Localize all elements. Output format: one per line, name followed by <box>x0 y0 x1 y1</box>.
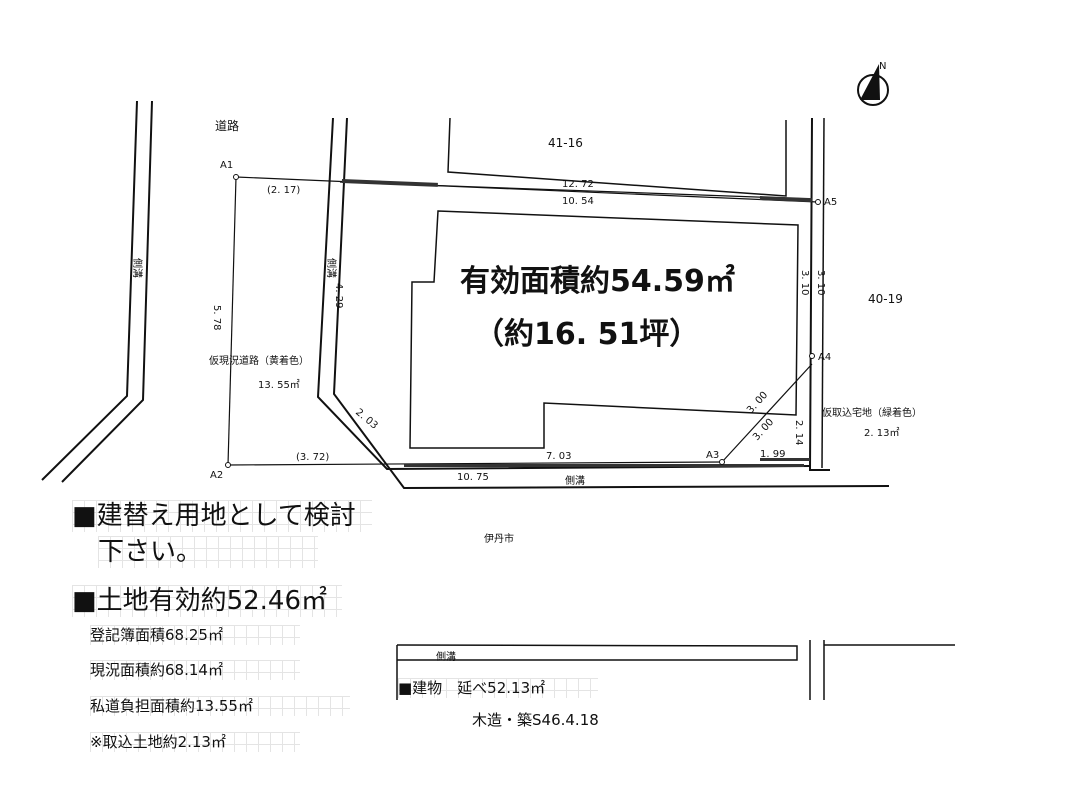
center-road-line-outer <box>332 117 890 490</box>
info-line-1: ■建替え用地として検討 <box>72 501 356 531</box>
building-info-2: 木造・築S46.4.18 <box>472 710 599 730</box>
dim-578: 5. 78 <box>211 305 222 330</box>
point-a1 <box>233 174 239 180</box>
dim-217: (2. 17) <box>267 185 300 196</box>
taken-area-text: ※取込土地約2.13㎡ <box>90 733 226 751</box>
taken-land-label: 仮取込宅地（緑着色） <box>822 406 922 419</box>
info-heading-1: ■建替え用地として検討 <box>72 500 372 532</box>
survey-line-top <box>235 176 819 203</box>
left-road-line <box>41 100 138 481</box>
effective-area-label: 有効面積約54.59㎡ <box>460 264 735 299</box>
gutter-bottom-label: 側溝 <box>565 474 585 487</box>
tsubo-label: （約16. 51坪） <box>474 317 699 352</box>
point-a3 <box>719 459 725 465</box>
info-heading-2: 下さい。 <box>98 536 318 568</box>
dim-1075: 10. 75 <box>457 472 489 483</box>
right-boundary <box>808 117 830 471</box>
point-a4 <box>809 353 815 359</box>
dim-214: 2. 14 <box>793 420 804 445</box>
lot-4019-label: 40-19 <box>868 292 903 306</box>
point-a5 <box>815 199 821 205</box>
dim-1054: 10. 54 <box>562 196 594 207</box>
label-a2: A2 <box>210 470 223 481</box>
fence-bottom <box>404 464 804 467</box>
info-registered-block: 登記簿面積68.25㎡ <box>90 625 300 645</box>
dim-310b: 3. 10 <box>815 270 826 295</box>
building-info-1: ■建物 延べ52.13㎡ <box>398 678 598 698</box>
gutter-left-label: 側溝 <box>131 258 144 278</box>
label-a3: A3 <box>706 450 719 461</box>
gutter-center-label: 側溝 <box>325 258 338 278</box>
info-land-block: ■土地有効約52.46㎡ <box>72 585 342 617</box>
dim-703: 7. 03 <box>546 451 571 462</box>
gutter-bottom2-label: 側溝 <box>436 650 456 663</box>
dim-300a: 3. 00 <box>745 390 770 416</box>
land-effective: ■土地有効約52.46㎡ <box>72 586 327 616</box>
lot-4116-label: 41-16 <box>548 136 583 150</box>
registered-area: 登記簿面積68.25㎡ <box>90 626 223 644</box>
road-label: 道路 <box>215 118 239 133</box>
info-current-block: 現況面積約68.14㎡ <box>90 660 300 680</box>
building-area: ■建物 延べ52.13㎡ <box>398 679 546 697</box>
info-taken-block: ※取込土地約2.13㎡ <box>90 732 300 752</box>
compass-icon: N <box>857 61 889 106</box>
label-a1: A1 <box>220 160 233 171</box>
compass-label: N <box>879 61 886 72</box>
dim-300b: 3. 00 <box>751 417 776 443</box>
private-road-area: 13. 55㎡ <box>258 379 300 391</box>
center-road-line <box>316 117 811 471</box>
survey-line-left <box>227 176 237 466</box>
label-a5: A5 <box>824 197 837 208</box>
survey-line-bottom <box>227 461 723 466</box>
building-structure: 木造・築S46.4.18 <box>472 711 599 729</box>
fence-taken <box>760 458 810 461</box>
right-boundary-2 <box>821 117 825 469</box>
label-a4: A4 <box>818 352 831 363</box>
building-outline <box>409 210 799 449</box>
private-road-label: 仮現況道路（黄着色） <box>209 354 309 367</box>
bottom-lot-line <box>396 644 798 661</box>
info-private-road-block: 私道負担面積約13.55㎡ <box>90 696 350 716</box>
fence-top-left <box>341 179 438 187</box>
current-area: 現況面積約68.14㎡ <box>90 661 223 679</box>
fence-top-right <box>759 196 812 203</box>
dim-1272: 12. 72 <box>562 179 594 190</box>
taken-land-area: 2. 13㎡ <box>864 427 899 439</box>
dim-372: (3. 72) <box>296 452 329 463</box>
dim-310a: 3. 10 <box>799 270 810 295</box>
dim-429: 4. 29 <box>333 283 344 308</box>
city-label: 伊丹市 <box>484 532 514 545</box>
info-line-2: 下さい。 <box>98 537 203 567</box>
private-road-area-text: 私道負担面積約13.55㎡ <box>90 697 253 715</box>
point-a2 <box>225 462 231 468</box>
lot-4116-outline <box>447 117 787 197</box>
left-road-line-inner <box>61 100 153 483</box>
dim-203: 2. 03 <box>353 407 380 432</box>
dim-199: 1. 99 <box>760 449 785 460</box>
